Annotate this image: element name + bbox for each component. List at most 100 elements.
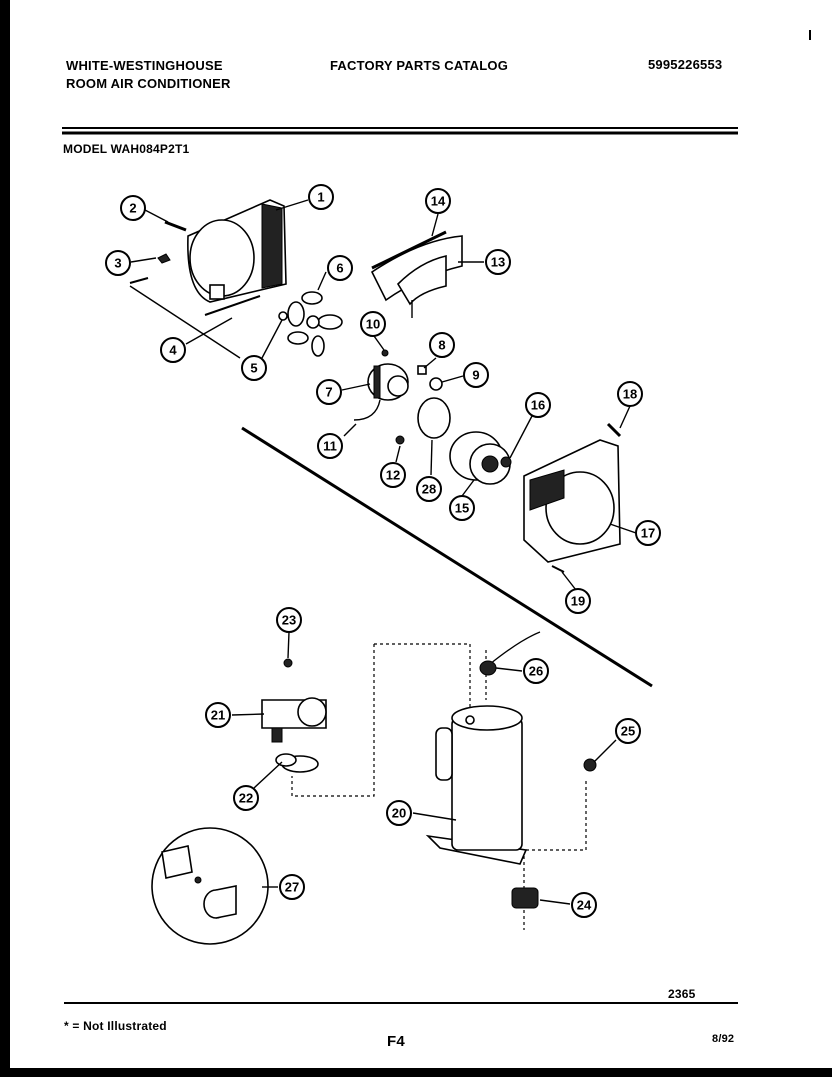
callout-7-label: 7 [325, 385, 332, 400]
callout-16-label: 16 [531, 398, 545, 413]
part-strip-2 [204, 295, 261, 316]
scan-edge-bottom [0, 1068, 832, 1077]
part-capacitor [161, 845, 237, 919]
part-detail-inset [151, 827, 269, 945]
callout-13: 13 [485, 249, 511, 275]
part-clamp [353, 399, 381, 421]
callout-17-label: 17 [641, 526, 655, 541]
wire-path-a [374, 643, 471, 710]
callout-23: 23 [276, 607, 302, 633]
callout-10-label: 10 [366, 317, 380, 332]
drawing-number: 2365 [668, 987, 696, 1001]
part-ring [417, 397, 451, 439]
callout-12-label: 12 [386, 468, 400, 483]
callout-13-label: 13 [491, 255, 505, 270]
callout-15-label: 15 [455, 501, 469, 516]
callout-2-label: 2 [129, 201, 136, 216]
callout-25-label: 25 [621, 724, 635, 739]
part-grommet [429, 377, 443, 391]
callout-4: 4 [160, 337, 186, 363]
part-wheel-nut [500, 456, 512, 468]
part-nut [417, 365, 427, 375]
callout-20-label: 20 [392, 806, 406, 821]
callout-24: 24 [571, 892, 597, 918]
callout-16: 16 [525, 392, 551, 418]
part-terminal-wire [489, 631, 541, 665]
brand-line-1: WHITE-WESTINGHOUSE [66, 58, 223, 73]
callout-20: 20 [386, 800, 412, 826]
part-clip [157, 253, 171, 264]
callout-11-label: 11 [323, 439, 337, 454]
callout-25: 25 [615, 718, 641, 744]
callout-12: 12 [380, 462, 406, 488]
part-blower-scroll [370, 230, 463, 318]
part-seal-strip [606, 422, 622, 438]
part-overload-protector [261, 697, 327, 743]
callout-19-label: 19 [571, 594, 585, 609]
callout-10: 10 [360, 311, 386, 337]
catalog-title: FACTORY PARTS CATALOG [330, 58, 509, 73]
callout-21: 21 [205, 702, 231, 728]
scan-edge-left [0, 0, 10, 1077]
part-strip [129, 277, 149, 284]
part-scroll-housing [187, 199, 287, 303]
callout-14-label: 14 [431, 194, 446, 209]
section-divider-line [241, 426, 653, 688]
part-compressor-mount [511, 887, 539, 909]
page-code: F4 [387, 1033, 405, 1050]
part-terminal-cover [479, 660, 497, 676]
callout-3-label: 3 [114, 256, 121, 271]
part-compressor [425, 705, 528, 865]
catalog-number: 5995226553 [648, 57, 723, 72]
wire-path-b [291, 644, 375, 797]
callout-6-label: 6 [336, 261, 343, 276]
callout-6: 6 [327, 255, 353, 281]
print-date: 8/92 [712, 1033, 735, 1045]
brand-line-2: ROOM AIR CONDITIONER [66, 76, 231, 91]
callout-17: 17 [635, 520, 661, 546]
callout-27: 27 [279, 874, 305, 900]
callout-8: 8 [429, 332, 455, 358]
leader-lines [129, 199, 637, 905]
part-motor-screw [381, 349, 389, 357]
callout-22: 22 [233, 785, 259, 811]
part-mount [395, 435, 405, 445]
callout-14: 14 [425, 188, 451, 214]
callout-2: 2 [120, 195, 146, 221]
callout-15: 15 [449, 495, 475, 521]
callout-23-label: 23 [282, 613, 296, 628]
callout-18: 18 [617, 381, 643, 407]
callout-7: 7 [316, 379, 342, 405]
part-screw-19 [551, 565, 565, 573]
callout-19: 19 [565, 588, 591, 614]
part-nut-23 [283, 658, 293, 668]
callout-1: 1 [308, 184, 334, 210]
model-label: MODEL WAH084P2T1 [63, 142, 190, 156]
callout-21-label: 21 [211, 708, 225, 723]
callout-4-label: 4 [169, 343, 177, 358]
part-grommet-25 [583, 758, 597, 772]
not-illustrated-note: * = Not Illustrated [64, 1019, 167, 1033]
callout-27-label: 27 [285, 880, 299, 895]
part-orifice-housing [523, 439, 621, 563]
callout-9: 9 [463, 362, 489, 388]
callout-26: 26 [523, 658, 549, 684]
callout-18-label: 18 [623, 387, 637, 402]
callout-28-label: 28 [422, 482, 436, 497]
callout-1-label: 1 [317, 190, 324, 205]
callout-28: 28 [416, 476, 442, 502]
callout-5: 5 [241, 355, 267, 381]
callout-3: 3 [105, 250, 131, 276]
callout-5-label: 5 [250, 361, 257, 376]
callout-26-label: 26 [529, 664, 543, 679]
part-motor [367, 363, 409, 401]
callout-22-label: 22 [239, 791, 253, 806]
callout-8-label: 8 [438, 338, 445, 353]
part-screw [164, 220, 187, 232]
wire-path-d [520, 780, 587, 851]
part-fan-blade [287, 291, 343, 357]
part-blower-wheel [449, 431, 511, 485]
callout-9-label: 9 [472, 368, 479, 383]
callout-24-label: 24 [577, 898, 592, 913]
